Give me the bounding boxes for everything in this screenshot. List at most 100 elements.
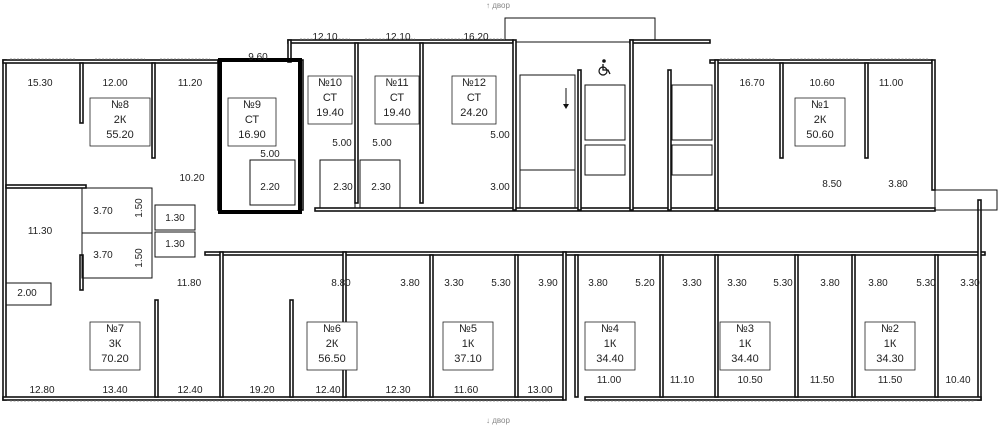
room-area-label: 12.10 [312, 32, 337, 43]
room-area-label: 10.60 [809, 78, 834, 89]
apt-9-box [227, 97, 277, 147]
apt-8-apt-type: 2К [114, 114, 127, 126]
room-area-label: 10.20 [179, 173, 204, 184]
room-area-label: 11.00 [879, 78, 904, 89]
apt-11-apt-number: №11 [385, 77, 408, 89]
apt-5-box [442, 321, 494, 371]
apt-10-box [307, 75, 353, 125]
room-area-label: 11.60 [454, 385, 479, 396]
room-area-label: 16.20 [463, 32, 488, 43]
room-area-label: 2.30 [371, 182, 391, 193]
room-area-label: 5.00 [372, 138, 392, 149]
apt-9-apt-number: №9 [243, 99, 261, 111]
apt-3-apt-area: 34.40 [731, 353, 759, 365]
apt-4-apt-number: №4 [601, 323, 619, 335]
wheelchair-icon [598, 59, 611, 76]
room-area-label: 10.50 [737, 375, 762, 386]
apt-11-box [374, 75, 420, 125]
room-area-label: 3.80 [820, 278, 840, 289]
apt-9-apt-type: СТ [245, 114, 260, 126]
apt-3-box [719, 321, 771, 371]
room-area-label: 5.00 [332, 138, 352, 149]
apt-10-apt-number: №10 [318, 77, 342, 89]
room-area-label: 5.00 [490, 130, 510, 141]
stairs-arrow-icon [563, 88, 569, 109]
room-area-label: 3.80 [400, 278, 420, 289]
room-area-label: 12.40 [315, 385, 340, 396]
apt-1-apt-area: 50.60 [806, 129, 834, 141]
apartment-labels: №82К55.20№9СТ16.90№10СТ19.40№11СТ19.40№1… [101, 77, 904, 365]
apt-10-apt-area: 19.40 [316, 107, 344, 119]
room-area-label: 12.40 [177, 385, 202, 396]
room-area-label: 8.50 [822, 179, 842, 190]
apt-7-box [89, 321, 141, 371]
room-area-label: 1.30 [165, 213, 185, 224]
apt-5-apt-type: 1К [462, 338, 475, 350]
room-area-label: 5.30 [773, 278, 793, 289]
room-area-label: 10.40 [945, 375, 970, 386]
apt-7-apt-area: 70.20 [101, 353, 129, 365]
selected-apartment-outline[interactable] [218, 58, 302, 214]
room-area-label: 3.30 [682, 278, 702, 289]
room-area-label: 3.30 [727, 278, 747, 289]
room-area-label: 3.70 [93, 206, 113, 217]
apt-12-box [451, 75, 497, 125]
apt-6-apt-number: №6 [323, 323, 341, 335]
room-area-label: 9.60 [248, 52, 268, 63]
apt-12-apt-type: СТ [467, 92, 482, 104]
apt-12-apt-number: №12 [462, 77, 486, 89]
room-area-label: 3.30 [960, 278, 980, 289]
room-area-label: 19.20 [249, 385, 274, 396]
apt-6-apt-area: 56.50 [318, 353, 346, 365]
room-area-label: 5.00 [260, 149, 280, 160]
apt-12-apt-area: 24.20 [460, 107, 488, 119]
apt-5-apt-number: №5 [459, 323, 477, 335]
room-area-label: 3.80 [888, 179, 908, 190]
room-area-label: 1.50 [134, 198, 145, 218]
windows [10, 38, 975, 402]
room-area-label: 1.50 [134, 248, 145, 268]
apt-8-apt-number: №8 [111, 99, 129, 111]
room-area-label: 13.00 [527, 385, 552, 396]
walls [2, 17, 998, 401]
room-area-label: 5.20 [635, 278, 655, 289]
room-area-label: 3.80 [588, 278, 608, 289]
room-area-label: 11.50 [878, 375, 903, 386]
room-area-label: 5.30 [916, 278, 936, 289]
room-area-label: 13.40 [102, 385, 127, 396]
room-area-label: 3.90 [538, 278, 558, 289]
apt-8-apt-area: 55.20 [106, 129, 134, 141]
yard-label-top: ↑ двор [486, 1, 511, 10]
apt-1-apt-type: 2К [814, 114, 827, 126]
yard-label-bottom: ↓ двор [486, 416, 511, 425]
room-area-label: 11.10 [670, 375, 695, 386]
room-area-label: 8.80 [331, 278, 351, 289]
apt-4-apt-area: 34.40 [596, 353, 624, 365]
apt-9-apt-area: 16.90 [238, 129, 266, 141]
room-area-label: 3.30 [444, 278, 464, 289]
apt-4-box [584, 321, 636, 371]
room-area-label: 12.80 [29, 385, 54, 396]
apt-7-apt-type: 3К [109, 338, 122, 350]
room-area-label: 16.70 [739, 78, 764, 89]
room-area-label: 12.00 [102, 78, 127, 89]
room-area-label: 12.30 [385, 385, 410, 396]
apt-3-apt-type: 1К [739, 338, 752, 350]
apt-2-apt-type: 1К [884, 338, 897, 350]
room-area-label: 11.30 [28, 226, 53, 237]
apt-11-apt-area: 19.40 [383, 107, 411, 119]
apt-1-box [794, 97, 846, 147]
apt-7-apt-number: №7 [106, 323, 124, 335]
room-area-label: 15.30 [27, 78, 52, 89]
room-area-label: 11.20 [178, 78, 203, 89]
apt-10-apt-type: СТ [323, 92, 338, 104]
room-area-label: 5.30 [491, 278, 511, 289]
room-area-label: 3.70 [93, 250, 113, 261]
apt-4-apt-type: 1К [604, 338, 617, 350]
room-area-label: 3.00 [490, 182, 510, 193]
apt-5-apt-area: 37.10 [454, 353, 482, 365]
apt-3-apt-number: №3 [736, 323, 754, 335]
apt-2-box [864, 321, 916, 371]
